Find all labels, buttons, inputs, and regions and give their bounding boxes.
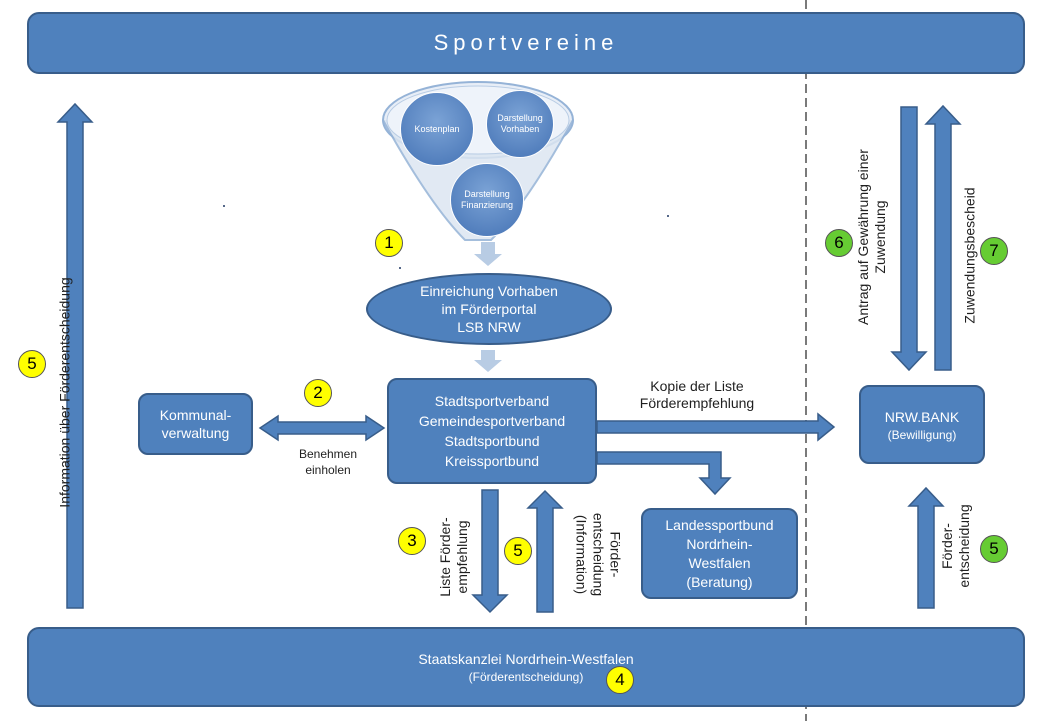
center-line4: Kreissportbund bbox=[444, 453, 540, 469]
portal-line2: im Förderportal bbox=[441, 301, 537, 317]
circle-finanzierung-line1: Darstellung bbox=[464, 189, 510, 199]
stadtsportverband-box: Stadtsportverband Gemeindesportverband S… bbox=[387, 378, 597, 484]
step-badge-7: 7 bbox=[980, 237, 1008, 265]
staatskanzlei-subtitle: (Förderentscheidung) bbox=[468, 670, 584, 684]
antrag-line2: Zuwendung bbox=[872, 200, 888, 274]
landessportbund-box: Landessportbund Nordrhein- Westfalen (Be… bbox=[641, 508, 798, 599]
step-badge-4: 4 bbox=[606, 666, 634, 694]
sportvereine-label: Sportvereine bbox=[433, 30, 619, 55]
kopie-line1: Kopie der Liste bbox=[650, 378, 744, 394]
kommunalverwaltung-box: Kommunal- verwaltung bbox=[138, 393, 253, 455]
step-badge-5-right: 5 bbox=[980, 535, 1008, 563]
bescheid-text: Zuwendungsbescheid bbox=[961, 187, 978, 324]
entsch-info-line1: Förder- bbox=[607, 531, 624, 578]
step-badge-5-left: 5 bbox=[18, 350, 46, 378]
left-info-arrow bbox=[56, 102, 94, 609]
step-badge-3: 3 bbox=[398, 527, 426, 555]
nrwbank-title: NRW.BANK bbox=[884, 408, 960, 425]
portal-line1: Einreichung Vorhaben bbox=[420, 283, 558, 299]
step-badge-5-center: 5 bbox=[504, 537, 532, 565]
entsch-info-line2: entscheidung bbox=[590, 512, 607, 597]
entscheidung-up-arrow bbox=[526, 489, 564, 613]
info-left-text: Information über Förderentscheidung bbox=[56, 277, 73, 508]
funnel-down-arrow bbox=[474, 242, 502, 266]
step-badge-2: 2 bbox=[304, 379, 332, 407]
portal-down-arrow bbox=[474, 350, 502, 372]
kopie-arrow bbox=[596, 412, 836, 442]
step-badge-6: 6 bbox=[825, 229, 853, 257]
kommunal-line1: Kommunal- bbox=[159, 407, 232, 423]
benehmen-label: Benehmen einholen bbox=[288, 446, 368, 478]
bescheid-label: Zuwendungsbescheid bbox=[962, 176, 979, 336]
lsb-line1: Landessportbund bbox=[665, 516, 774, 533]
sportvereine-bar: Sportvereine bbox=[27, 12, 1025, 74]
circle-vorhaben: Darstellung Vorhaben bbox=[486, 90, 554, 158]
staatskanzlei-title: Staatskanzlei Nordrhein-Westfalen bbox=[418, 651, 634, 667]
circle-vorhaben-line1: Darstellung bbox=[497, 113, 543, 123]
nrwbank-subtitle: (Bewilligung) bbox=[887, 427, 957, 442]
liste-line2: empfehlung bbox=[454, 520, 470, 594]
center-line3: Stadtsportbund bbox=[444, 433, 540, 449]
lsb-elbow-arrow bbox=[596, 451, 732, 496]
circle-kostenplan: Kostenplan bbox=[400, 92, 474, 166]
kopie-label: Kopie der Liste Förderempfehlung bbox=[612, 378, 782, 412]
lsb-line3: Westfalen bbox=[688, 554, 751, 571]
benehmen-double-arrow bbox=[258, 414, 386, 442]
lsb-line2: Nordrhein- bbox=[686, 535, 753, 552]
antrag-down-arrow bbox=[890, 106, 928, 372]
center-line2: Gemeindesportverband bbox=[418, 413, 566, 429]
benehmen-line1: Benehmen bbox=[298, 447, 358, 461]
circle-kostenplan-text: Kostenplan bbox=[414, 124, 460, 134]
bescheid-up-arrow bbox=[924, 104, 962, 371]
circle-finanzierung: Darstellung Finanzierung bbox=[450, 163, 524, 237]
nrwbank-box: NRW.BANK (Bewilligung) bbox=[859, 385, 985, 464]
kopie-line2: Förderempfehlung bbox=[639, 395, 755, 411]
foerder-right-label: Förder- entscheidung bbox=[939, 496, 973, 596]
step-badge-1: 1 bbox=[375, 229, 403, 257]
liste-label: Liste Förder- empfehlung bbox=[437, 507, 471, 607]
antrag-label: Antrag auf Gewährung einer Zuwendung bbox=[855, 137, 889, 337]
foerderportal-ellipse: Einreichung Vorhaben im Förderportal LSB… bbox=[366, 273, 612, 345]
benehmen-line2: einholen bbox=[305, 463, 351, 477]
foerder-right-up-arrow bbox=[907, 486, 945, 609]
liste-line1: Liste Förder- bbox=[437, 517, 453, 597]
antrag-line1: Antrag auf Gewährung einer bbox=[855, 149, 871, 325]
portal-line3: LSB NRW bbox=[457, 319, 521, 335]
circle-vorhaben-line2: Vorhaben bbox=[500, 124, 540, 134]
liste-down-arrow bbox=[471, 489, 509, 614]
staatskanzlei-bar: Staatskanzlei Nordrhein-Westfalen (Förde… bbox=[27, 627, 1025, 707]
foerder-right-line2: entscheidung bbox=[956, 504, 972, 588]
kommunal-line2: verwaltung bbox=[161, 425, 230, 441]
foerder-right-line1: Förder- bbox=[939, 523, 955, 569]
entscheidung-info-label: Förder- entscheidung (Information) bbox=[573, 495, 624, 615]
entsch-info-line3: (Information) bbox=[573, 514, 590, 595]
info-left-label: Information über Förderentscheidung bbox=[57, 253, 74, 533]
lsb-line4: (Beratung) bbox=[686, 573, 753, 590]
center-line1: Stadtsportverband bbox=[434, 393, 550, 409]
circle-finanzierung-line2: Finanzierung bbox=[460, 200, 514, 210]
